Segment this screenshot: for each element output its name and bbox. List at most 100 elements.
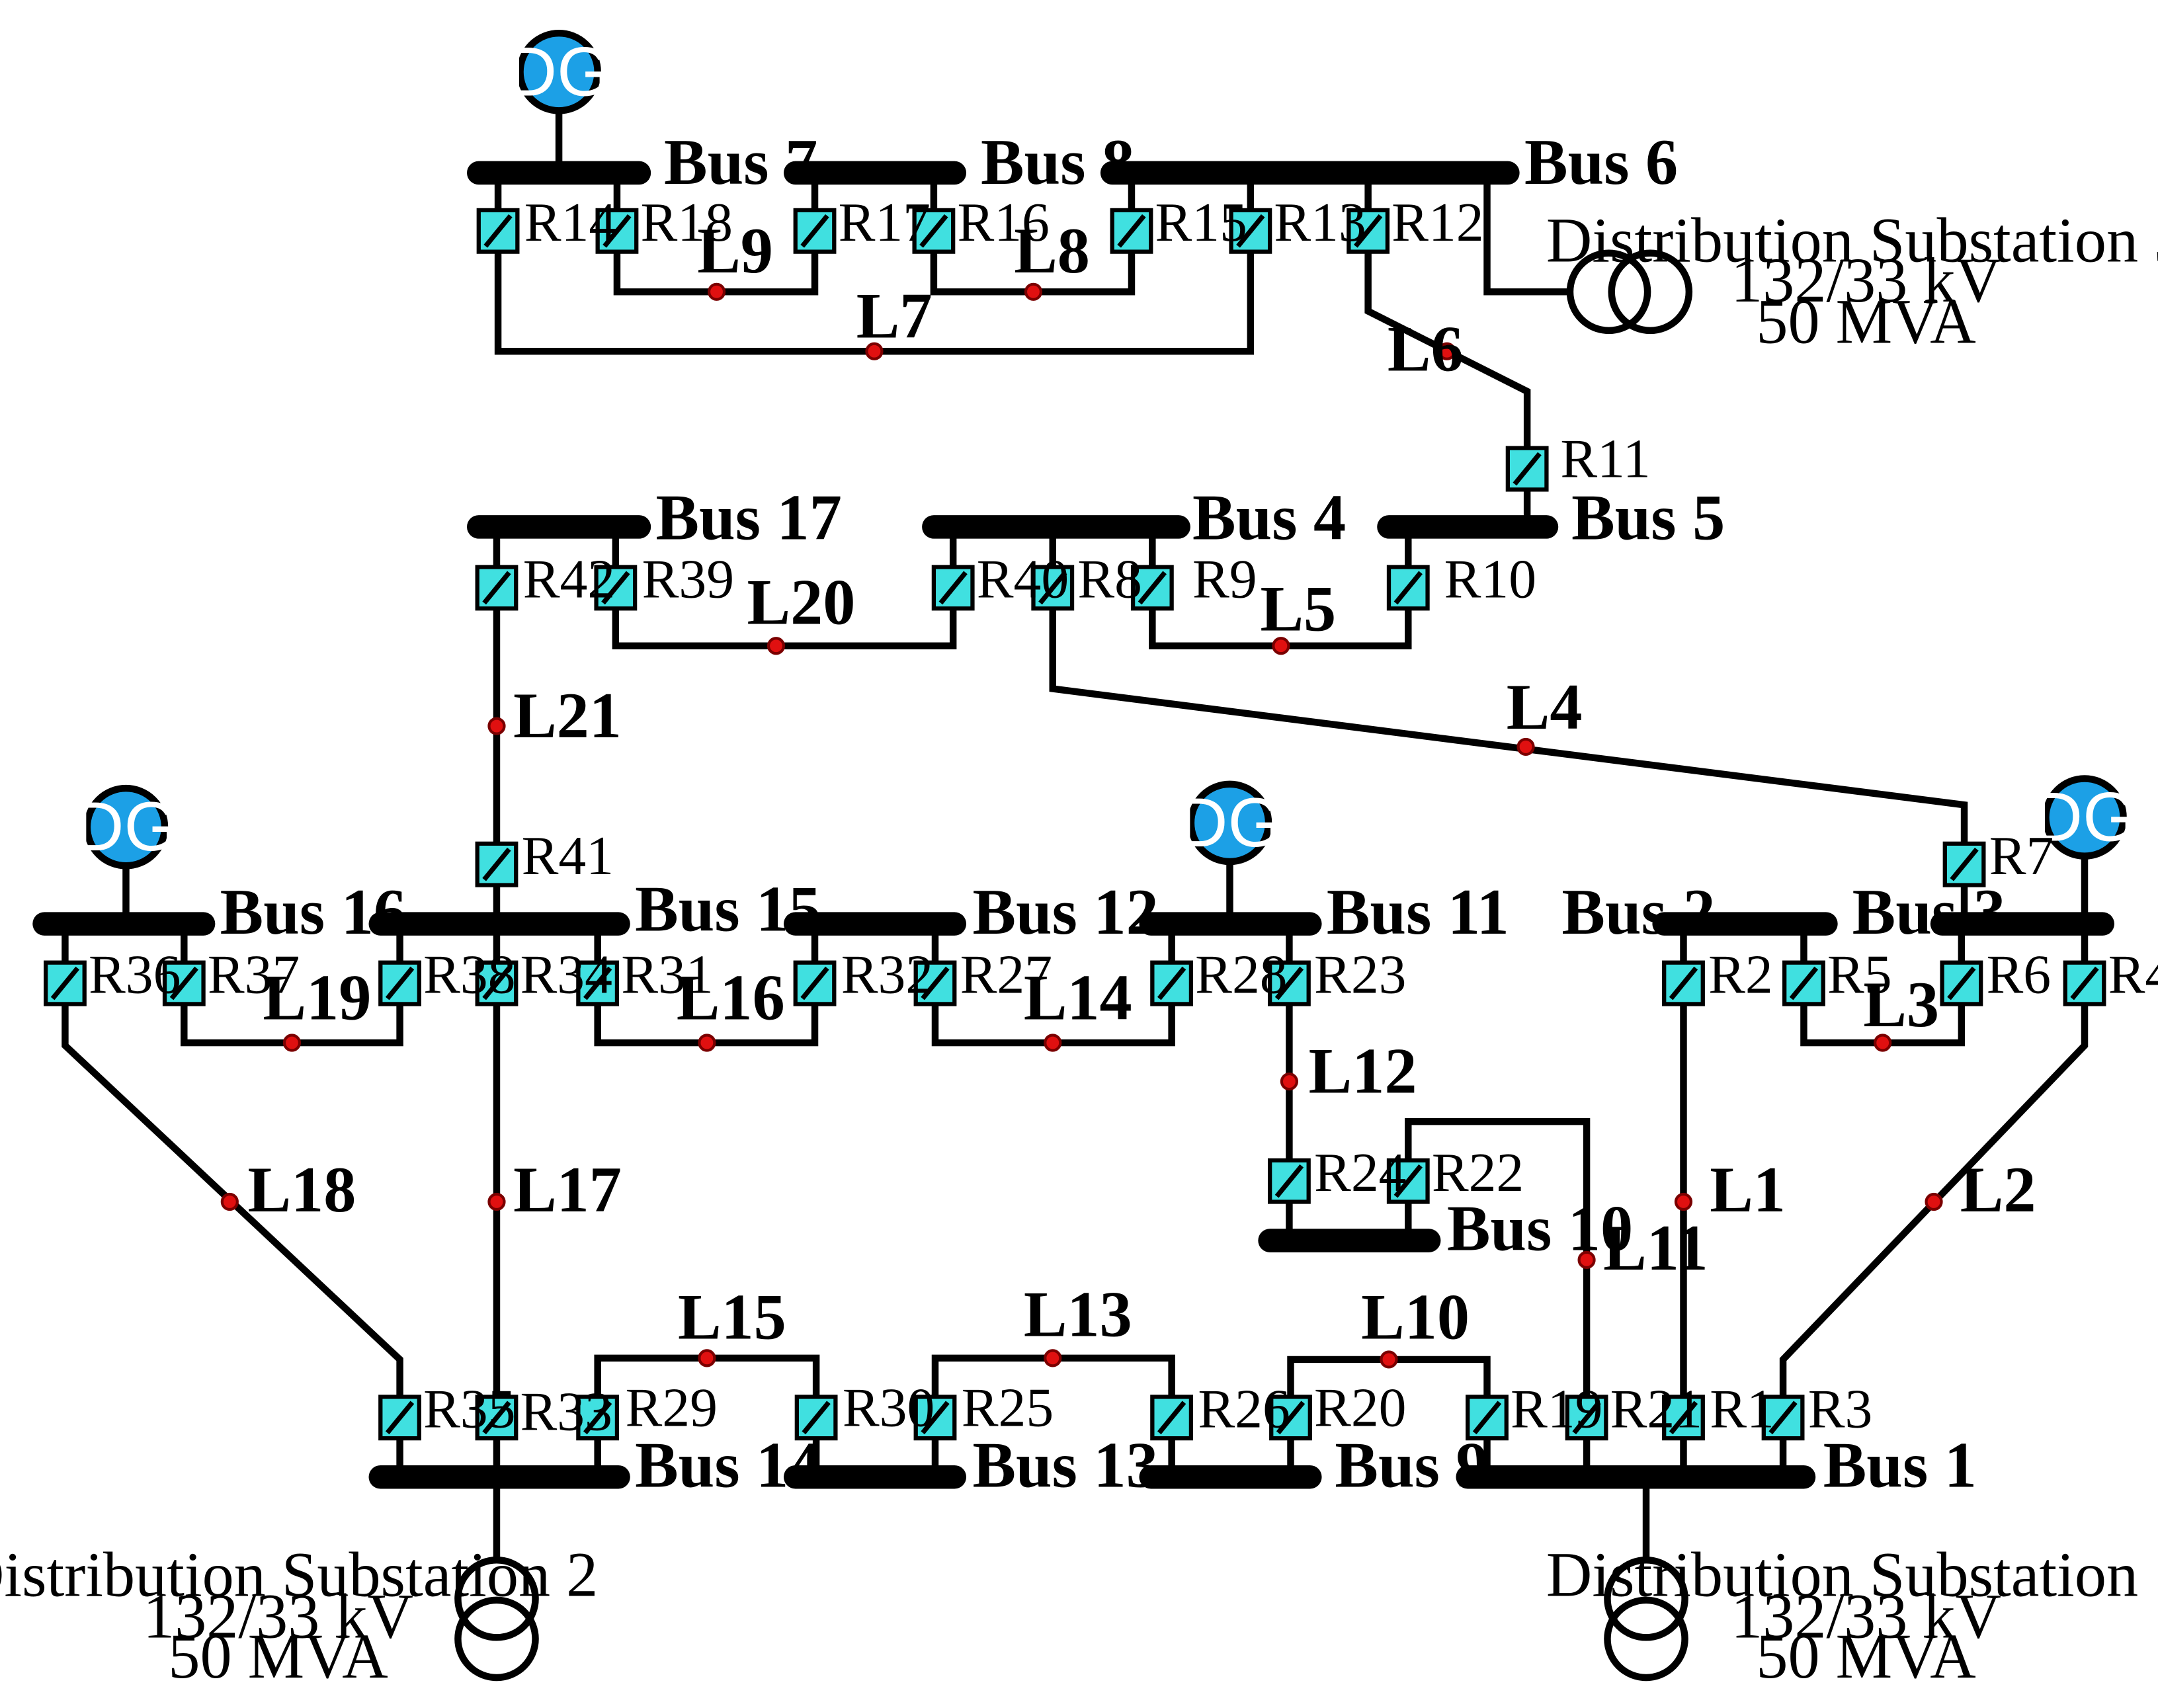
line-label-l4: L4 <box>1507 671 1583 743</box>
fault-point-l14 <box>1044 1034 1062 1052</box>
relay-r37 <box>162 960 206 1006</box>
line-label-l21: L21 <box>513 680 622 752</box>
relay-r18 <box>595 208 639 254</box>
bus-label-8: Bus 8 <box>981 126 1134 198</box>
relay-r31 <box>576 960 620 1006</box>
relay-label-r26: R26 <box>1198 1378 1290 1440</box>
relay-r39 <box>594 565 638 611</box>
relay-r24 <box>1267 1158 1311 1204</box>
transformer-icon-sub3 <box>1566 249 1693 335</box>
line-label-l7: L7 <box>856 280 933 352</box>
relay-r22 <box>1386 1158 1430 1204</box>
line-label-l20: L20 <box>747 566 856 638</box>
relay-r26 <box>1150 1395 1194 1441</box>
fault-point-l13 <box>1044 1349 1062 1367</box>
relay-r15 <box>1110 208 1153 254</box>
relay-label-r22: R22 <box>1432 1142 1524 1203</box>
relay-label-r28: R28 <box>1195 944 1287 1006</box>
fault-point-l1 <box>1674 1192 1693 1211</box>
relay-label-r39: R39 <box>642 549 734 610</box>
substation-1-rating: 50 MVA <box>1756 1621 1975 1691</box>
dg-label: DG <box>2033 779 2137 856</box>
line-label-l3: L3 <box>1863 969 1939 1041</box>
relay-label-r13: R13 <box>1274 192 1366 253</box>
relay-labels: R14 R18 R17 R16 R15 R13 R12 R11 R42 R39 … <box>89 192 2158 1443</box>
relay-r10 <box>1386 565 1430 611</box>
relay-label-r30: R30 <box>843 1377 934 1438</box>
relay-r23 <box>1267 960 1311 1006</box>
relay-r27 <box>913 960 957 1006</box>
relay-label-r7: R7 <box>1989 825 2054 887</box>
bus-label-6: Bus 6 <box>1524 126 1678 198</box>
bus-label-17: Bus 17 <box>656 482 842 554</box>
relay-label-r18: R18 <box>640 192 732 253</box>
relay-label-r40: R40 <box>977 549 1069 610</box>
bus-label-12: Bus 12 <box>972 876 1158 948</box>
fault-point-l2 <box>1925 1192 1943 1211</box>
relay-r5 <box>1782 960 1825 1006</box>
relay-label-r29: R29 <box>625 1377 717 1438</box>
relay-label-r42: R42 <box>523 549 615 610</box>
line-label-l16: L16 <box>677 961 785 1034</box>
transformer-icon-sub2 <box>454 1556 539 1682</box>
fault-point-l3 <box>1874 1034 1892 1052</box>
fault-point-l4 <box>1516 737 1535 756</box>
relay-label-r32: R32 <box>841 944 933 1006</box>
relay-r17 <box>793 208 837 254</box>
relay-r4 <box>2063 960 2106 1006</box>
relay-r36 <box>44 960 87 1006</box>
line-label-l8: L8 <box>1014 215 1090 287</box>
relay-r2 <box>1662 960 1705 1006</box>
line-label-l15: L15 <box>678 1281 786 1354</box>
dg-units: DG DG DG DG <box>74 29 2137 870</box>
line-labels: L7 L9 L8 L6 L20 L5 L4 L21 L19 L16 L14 L3… <box>248 215 2036 1354</box>
relay-label-r19: R19 <box>1511 1378 1602 1440</box>
relay-label-r16: R16 <box>957 192 1049 253</box>
relay-r38 <box>378 960 421 1006</box>
relay-label-r12: R12 <box>1391 192 1483 253</box>
relay-label-r3: R3 <box>1808 1378 1873 1440</box>
relay-label-r33: R33 <box>520 1381 612 1443</box>
relay-label-r34: R34 <box>520 944 612 1006</box>
bus-labels: Bus 7 Bus 8 Bus 6 Bus 17 Bus 4 Bus 5 Bus… <box>220 126 2006 1501</box>
relay-label-r25: R25 <box>962 1377 1054 1438</box>
dg-icon <box>517 29 601 114</box>
relay-r35 <box>378 1395 421 1441</box>
fault-point-l11 <box>1577 1250 1596 1269</box>
line-label-l17: L17 <box>513 1154 622 1226</box>
line-label-l10: L10 <box>1361 1281 1470 1354</box>
line-label-l13: L13 <box>1024 1278 1132 1350</box>
relay-r30 <box>794 1395 838 1441</box>
line-label-l18: L18 <box>248 1154 356 1226</box>
dg-bus3: DG <box>2033 775 2137 860</box>
relay-r8 <box>1031 565 1075 611</box>
bus-label-16: Bus 16 <box>220 876 406 948</box>
dg-bus7: DG <box>507 29 611 114</box>
fault-point-l12 <box>1280 1072 1299 1091</box>
relay-label-r21: R21 <box>1610 1378 1702 1440</box>
fault-point-l9 <box>707 282 726 301</box>
relay-r16 <box>912 208 956 254</box>
relay-label-r9: R9 <box>1192 549 1257 610</box>
relay-r42 <box>475 565 519 611</box>
relay-label-r11: R11 <box>1560 428 1650 490</box>
relay-r29 <box>576 1395 620 1441</box>
fault-point-l16 <box>698 1034 716 1052</box>
relay-r34 <box>475 960 519 1006</box>
line-label-l1: L1 <box>1710 1154 1786 1226</box>
bus-label-4: Bus 4 <box>1192 482 1346 554</box>
relay-r7 <box>1942 841 1986 887</box>
substation-labels: Distribution Substation 3 132/33 kV 50 M… <box>0 204 2158 1691</box>
dg-bus16: DG <box>74 784 178 870</box>
relay-label-r38: R38 <box>423 944 515 1006</box>
transformers <box>454 249 1693 1682</box>
line-label-l12: L12 <box>1309 1035 1417 1107</box>
relay-label-r27: R27 <box>960 944 1052 1006</box>
fault-point-l8 <box>1024 282 1043 301</box>
relay-r9 <box>1130 565 1174 611</box>
fault-point-l15 <box>698 1349 716 1367</box>
bus-label-10: Bus 10 <box>1447 1193 1633 1265</box>
substation-3-name: Distribution Substation 3 <box>1546 204 2158 275</box>
fault-points <box>220 282 1943 1369</box>
fault-point-l19 <box>282 1034 302 1052</box>
